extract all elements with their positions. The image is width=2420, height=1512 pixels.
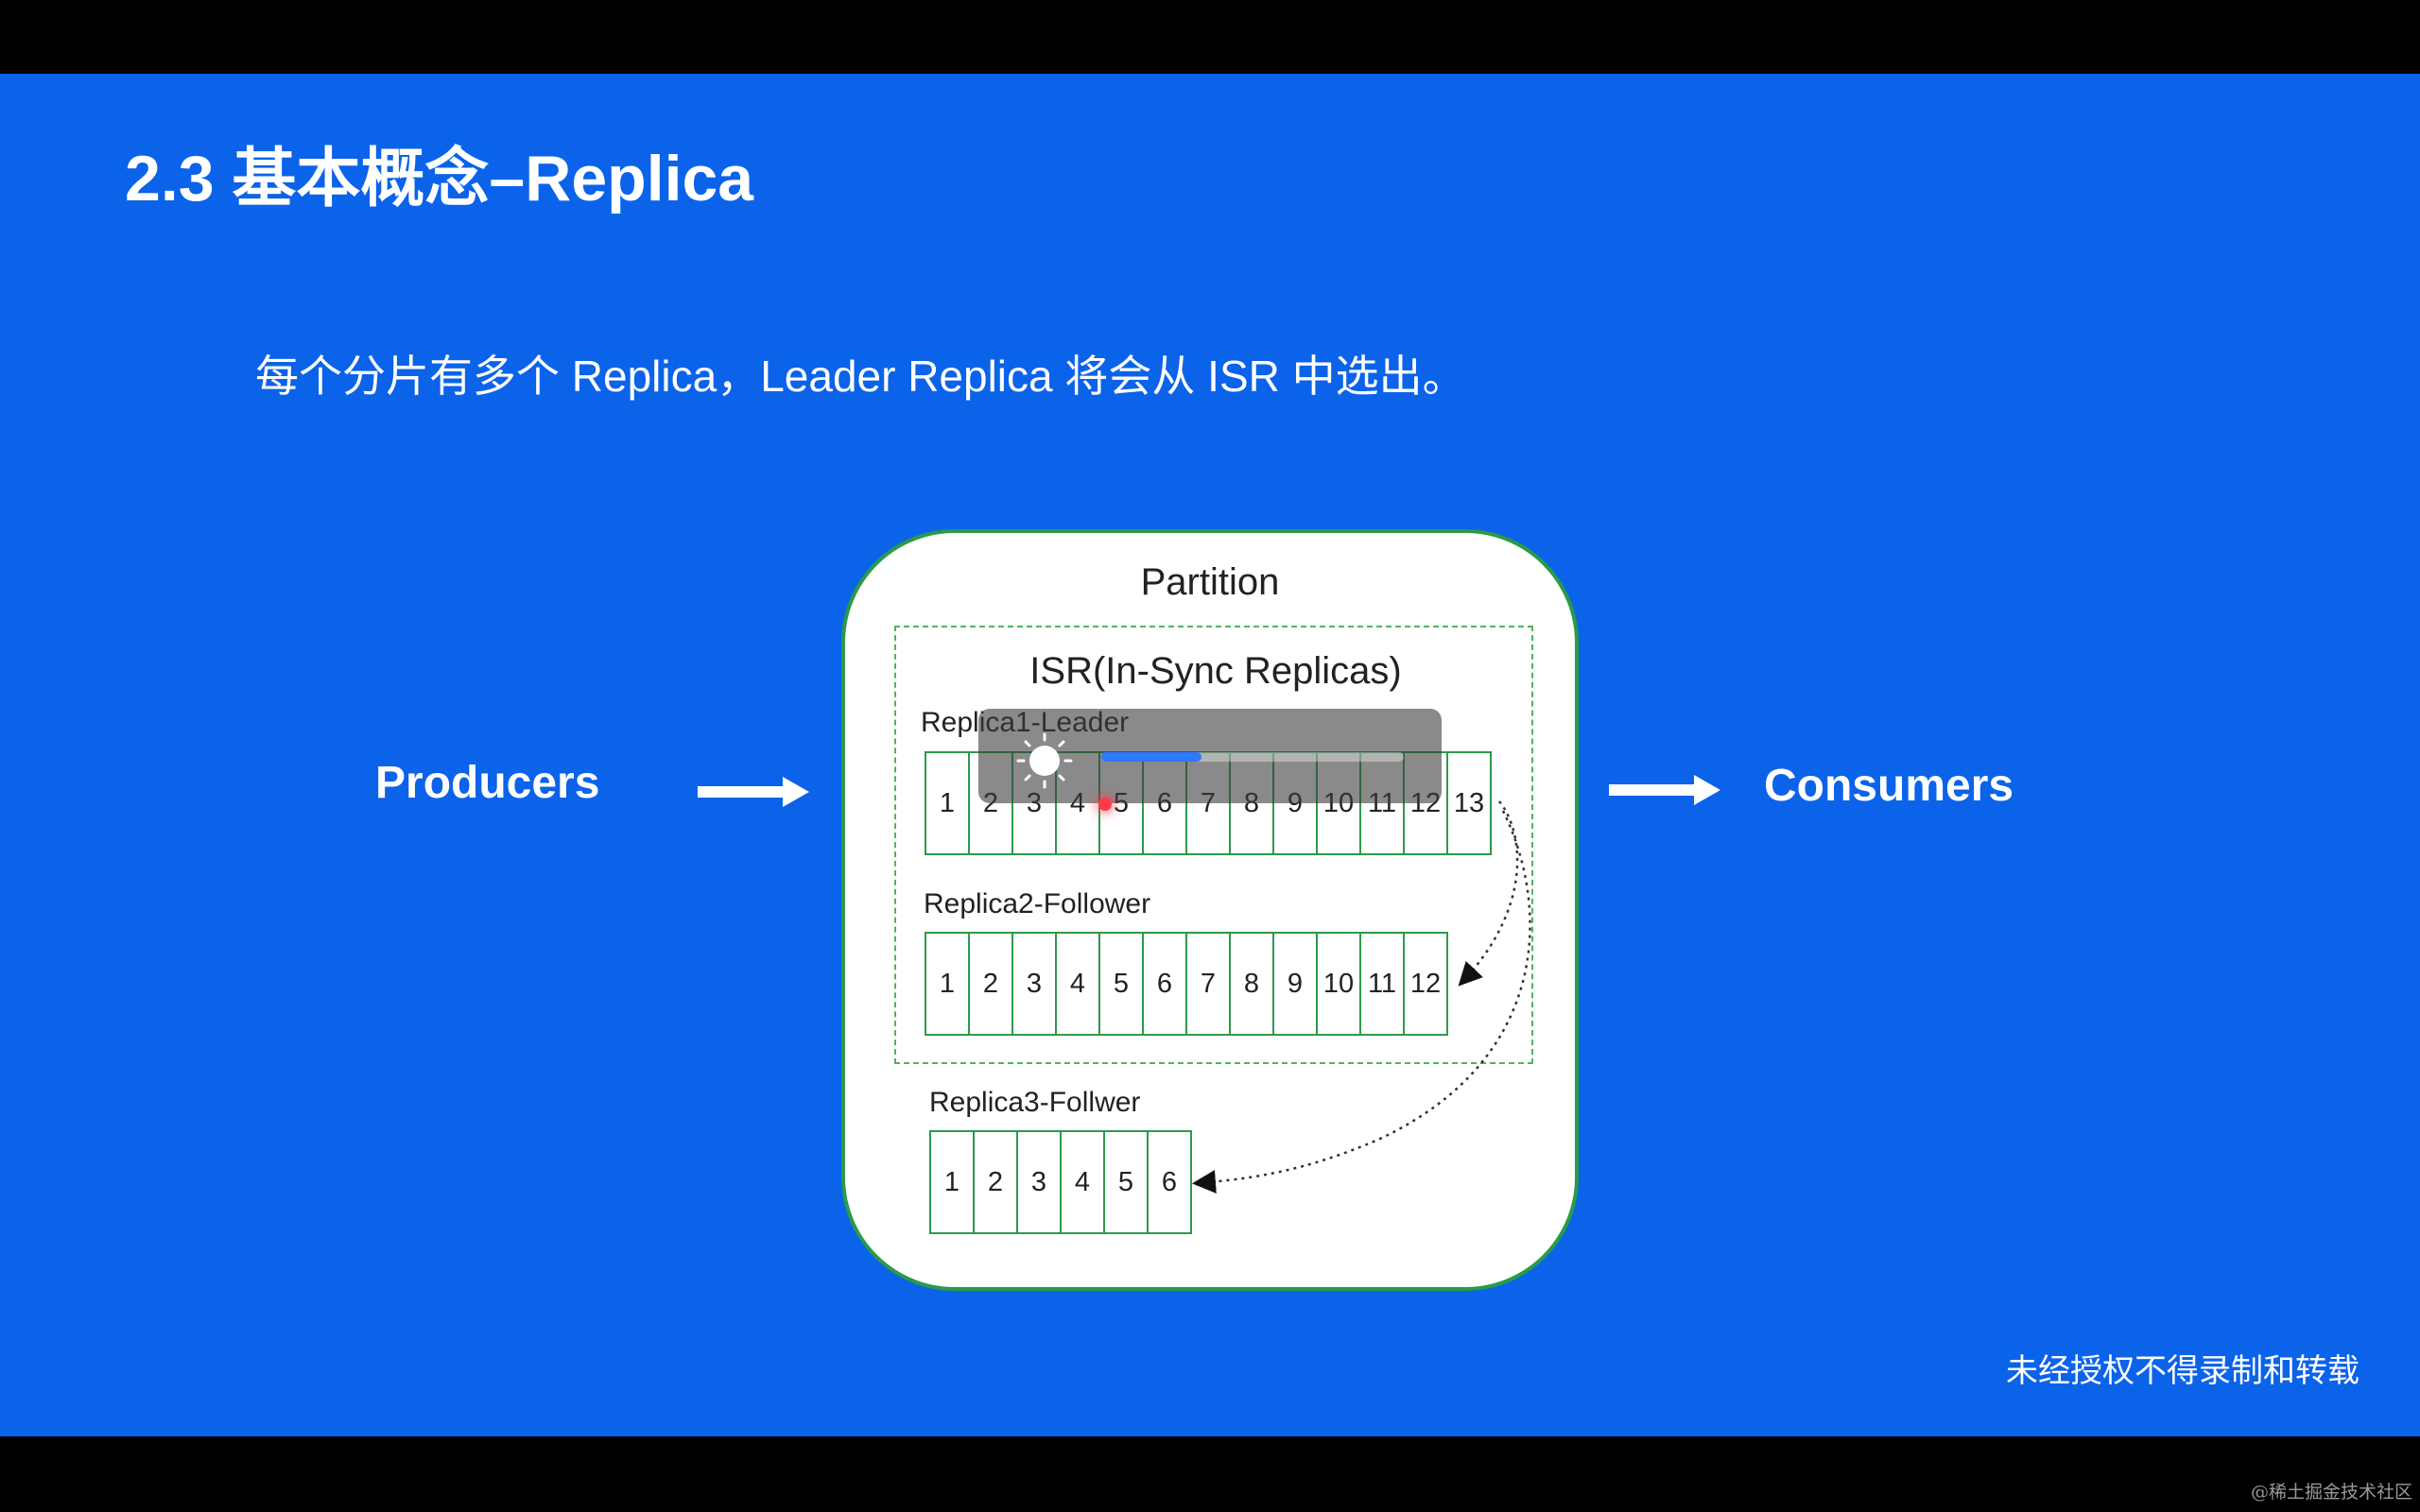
slide-title: 2.3 基本概念–Replica — [125, 143, 754, 215]
log-cell: 6 — [1142, 932, 1187, 1036]
log-cell: 2 — [973, 1130, 1018, 1234]
isr-title: ISR(In-Sync Replicas) — [1029, 650, 1402, 692]
partition-title: Partition — [1140, 561, 1280, 603]
log-cell: 11 — [1359, 932, 1405, 1036]
log-cell: 8 — [1229, 932, 1274, 1036]
log-cell: 1 — [929, 1130, 975, 1234]
isr-group: ISR(In-Sync Replicas) — [894, 626, 1533, 1064]
site-watermark: @稀土掘金技术社区 — [2250, 1482, 2412, 1503]
slide-subtitle: 每个分片有多个 Replica，Leader Replica 将会从 ISR 中… — [255, 352, 1466, 401]
replica2-label: Replica2-Follower — [924, 888, 1151, 919]
log-cell: 13 — [1446, 751, 1492, 855]
log-cell: 1 — [925, 751, 970, 855]
log-cell: 6 — [1147, 1130, 1192, 1234]
log-cell: 4 — [1060, 1130, 1105, 1234]
consumers-label: Consumers — [1764, 761, 2014, 811]
brightness-fill — [1101, 752, 1201, 762]
sun-icon — [1016, 732, 1073, 789]
log-cell: 1 — [925, 932, 970, 1036]
log-cell: 3 — [1016, 1130, 1062, 1234]
producers-arrow-icon — [698, 777, 809, 807]
log-cell: 3 — [1011, 932, 1057, 1036]
leader-to-follower2-arrow — [1458, 800, 1519, 987]
producers-label: Producers — [375, 758, 600, 808]
leader-to-follower3-arrow — [1192, 810, 1531, 1194]
laser-pointer-dot — [1098, 798, 1112, 811]
log-cell: 12 — [1403, 932, 1448, 1036]
log-cell: 2 — [968, 932, 1013, 1036]
copyright-notice: 未经授权不得录制和转载 — [2006, 1353, 2360, 1389]
brightness-slider[interactable] — [1101, 752, 1404, 762]
replica3-label: Replica3-Follwer — [929, 1087, 1141, 1118]
consumers-arrow-icon — [1609, 775, 1720, 805]
log-cell: 4 — [1055, 932, 1100, 1036]
log-cell: 10 — [1316, 932, 1361, 1036]
